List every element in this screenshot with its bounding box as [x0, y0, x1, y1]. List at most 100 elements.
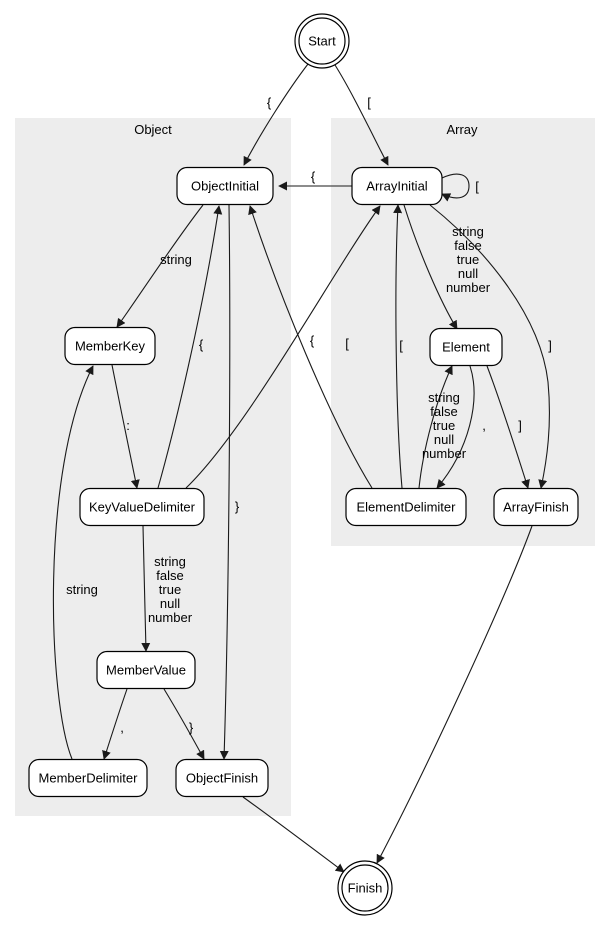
edge-label-line: {: [199, 337, 204, 352]
terminal-inner-circle-Start: [298, 17, 346, 65]
state-node-Element: Element: [429, 327, 503, 367]
edge-label-line: :: [126, 418, 130, 433]
edge-label-ArrayInitial-ArrayInitial: [: [475, 179, 479, 194]
edge-label-line: {: [310, 333, 315, 348]
state-label-ObjectFinish: ObjectFinish: [186, 771, 258, 786]
edge-KeyValueDelimiter-ObjectInitial: [157, 205, 223, 489]
state-label-Start: Start: [308, 34, 336, 49]
edge-ArrayInitial-ArrayFinish: [429, 204, 550, 489]
edge-label-ObjectInitial-ObjectFinish: }: [235, 499, 240, 514]
edge-label-line: string: [452, 224, 484, 239]
edge-ObjectInitial-MemberKey: [116, 204, 204, 328]
edge-label-line: ,: [482, 418, 486, 433]
edge-label-line: }: [235, 499, 240, 514]
edge-ArrayFinish-Finish: [376, 525, 533, 864]
cluster-layer: Object Array: [15, 118, 595, 816]
edge-label-line: [: [345, 336, 349, 351]
edge-Start-ObjectInitial: [243, 63, 309, 166]
state-box-MemberKey: [64, 326, 156, 366]
edge-label-MemberValue-ObjectFinish: }: [189, 720, 194, 735]
edge-label-line: null: [434, 432, 454, 447]
edge-label-line: [: [399, 338, 403, 353]
edge-label-line: ,: [120, 720, 124, 735]
edge-label-Element-ElementDelimiter: ,: [482, 418, 486, 433]
edge-label-line: string: [154, 554, 186, 569]
edge-label-MemberKey-KeyValueDelimiter: :: [126, 418, 130, 433]
edge-label-MemberValue-MemberDelimiter: ,: [120, 720, 124, 735]
edge-label-line: true: [433, 418, 455, 433]
edge-KeyValueDelimiter-ArrayInitial: [185, 205, 381, 489]
cluster-label-array: Array: [446, 122, 478, 137]
state-box-Element: [429, 327, 503, 367]
state-label-Element: Element: [442, 340, 490, 355]
edge-label-KeyValueDelimiter-ObjectInitial: {: [199, 337, 204, 352]
edge-label-line: {: [267, 95, 272, 110]
edge-ElementDelimiter-ObjectInitial: [248, 205, 373, 489]
edge-label-line: string: [160, 252, 192, 267]
edge-label-line: false: [454, 238, 481, 253]
edge-ObjectFinish-Finish: [242, 796, 345, 873]
edge-label-ElementDelimiter-ObjectInitial: {: [310, 333, 315, 348]
state-node-KeyValueDelimiter: KeyValueDelimiter: [79, 487, 205, 527]
edge-KeyValueDelimiter-MemberValue: [141, 525, 151, 652]
edge-label-line: string: [66, 582, 98, 597]
edge-ElementDelimiter-Element: [418, 365, 453, 489]
cluster-label-object: Object: [134, 122, 172, 137]
edge-Element-ElementDelimiter: [436, 365, 475, 489]
edge-MemberValue-MemberDelimiter: [102, 688, 128, 760]
edge-label-line: [: [367, 95, 371, 110]
state-node-ArrayInitial: ArrayInitial: [351, 166, 443, 206]
state-box-ArrayInitial: [351, 166, 443, 206]
state-node-ArrayFinish: ArrayFinish: [493, 487, 579, 527]
edge-MemberValue-ObjectFinish: [163, 688, 205, 760]
state-node-MemberDelimiter: MemberDelimiter: [28, 758, 148, 798]
state-label-MemberDelimiter: MemberDelimiter: [39, 771, 139, 786]
state-label-ObjectInitial: ObjectInitial: [191, 179, 259, 194]
edge-ArrayInitial-Element: [403, 204, 458, 330]
state-box-KeyValueDelimiter: [79, 487, 205, 527]
edge-label-line: ]: [548, 338, 552, 353]
state-node-ObjectFinish: ObjectFinish: [175, 758, 269, 798]
state-node-Start: Start: [294, 13, 350, 69]
edge-label-line: null: [458, 266, 478, 281]
edge-label-line: [: [475, 179, 479, 194]
state-node-MemberValue: MemberValue: [96, 650, 196, 690]
edge-MemberDelimiter-MemberKey: [52, 365, 94, 760]
edge-label-MemberDelimiter-MemberKey: string: [66, 582, 98, 597]
state-node-ElementDelimiter: ElementDelimiter: [345, 487, 467, 527]
edge-label-ArrayInitial-ArrayFinish: ]: [548, 338, 552, 353]
edge-Element-ArrayFinish: [486, 365, 530, 489]
edge-ArrayInitial-ArrayInitial: [441, 173, 470, 202]
edge-label-KeyValueDelimiter-ArrayInitial: [: [345, 336, 349, 351]
edge-ElementDelimiter-ArrayInitial: [393, 204, 403, 489]
state-node-ObjectInitial: ObjectInitial: [176, 166, 274, 206]
state-box-MemberValue: [96, 650, 196, 690]
state-box-ElementDelimiter: [345, 487, 467, 527]
state-label-MemberKey: MemberKey: [75, 339, 146, 354]
edge-label-line: string: [428, 390, 460, 405]
state-label-ArrayFinish: ArrayFinish: [503, 500, 569, 515]
state-box-ObjectFinish: [175, 758, 269, 798]
terminal-inner-circle-Finish: [341, 864, 389, 912]
edge-label-line: number: [446, 280, 491, 295]
state-label-ElementDelimiter: ElementDelimiter: [357, 500, 457, 515]
edge-ObjectInitial-ObjectFinish: [219, 204, 231, 760]
edge-label-line: true: [159, 582, 181, 597]
edge-label-line: }: [189, 720, 194, 735]
edge-label-Element-ArrayFinish: ]: [518, 418, 522, 433]
edge-label-line: false: [430, 404, 457, 419]
edge-label-Start-ArrayInitial: [: [367, 95, 371, 110]
edge-label-line: number: [422, 446, 467, 461]
state-label-Finish: Finish: [348, 881, 383, 896]
state-node-MemberKey: MemberKey: [64, 326, 156, 366]
edge-Start-ArrayInitial: [334, 64, 389, 166]
cluster-object: [15, 118, 291, 816]
state-label-ArrayInitial: ArrayInitial: [366, 179, 428, 194]
edge-label-line: false: [156, 568, 183, 583]
